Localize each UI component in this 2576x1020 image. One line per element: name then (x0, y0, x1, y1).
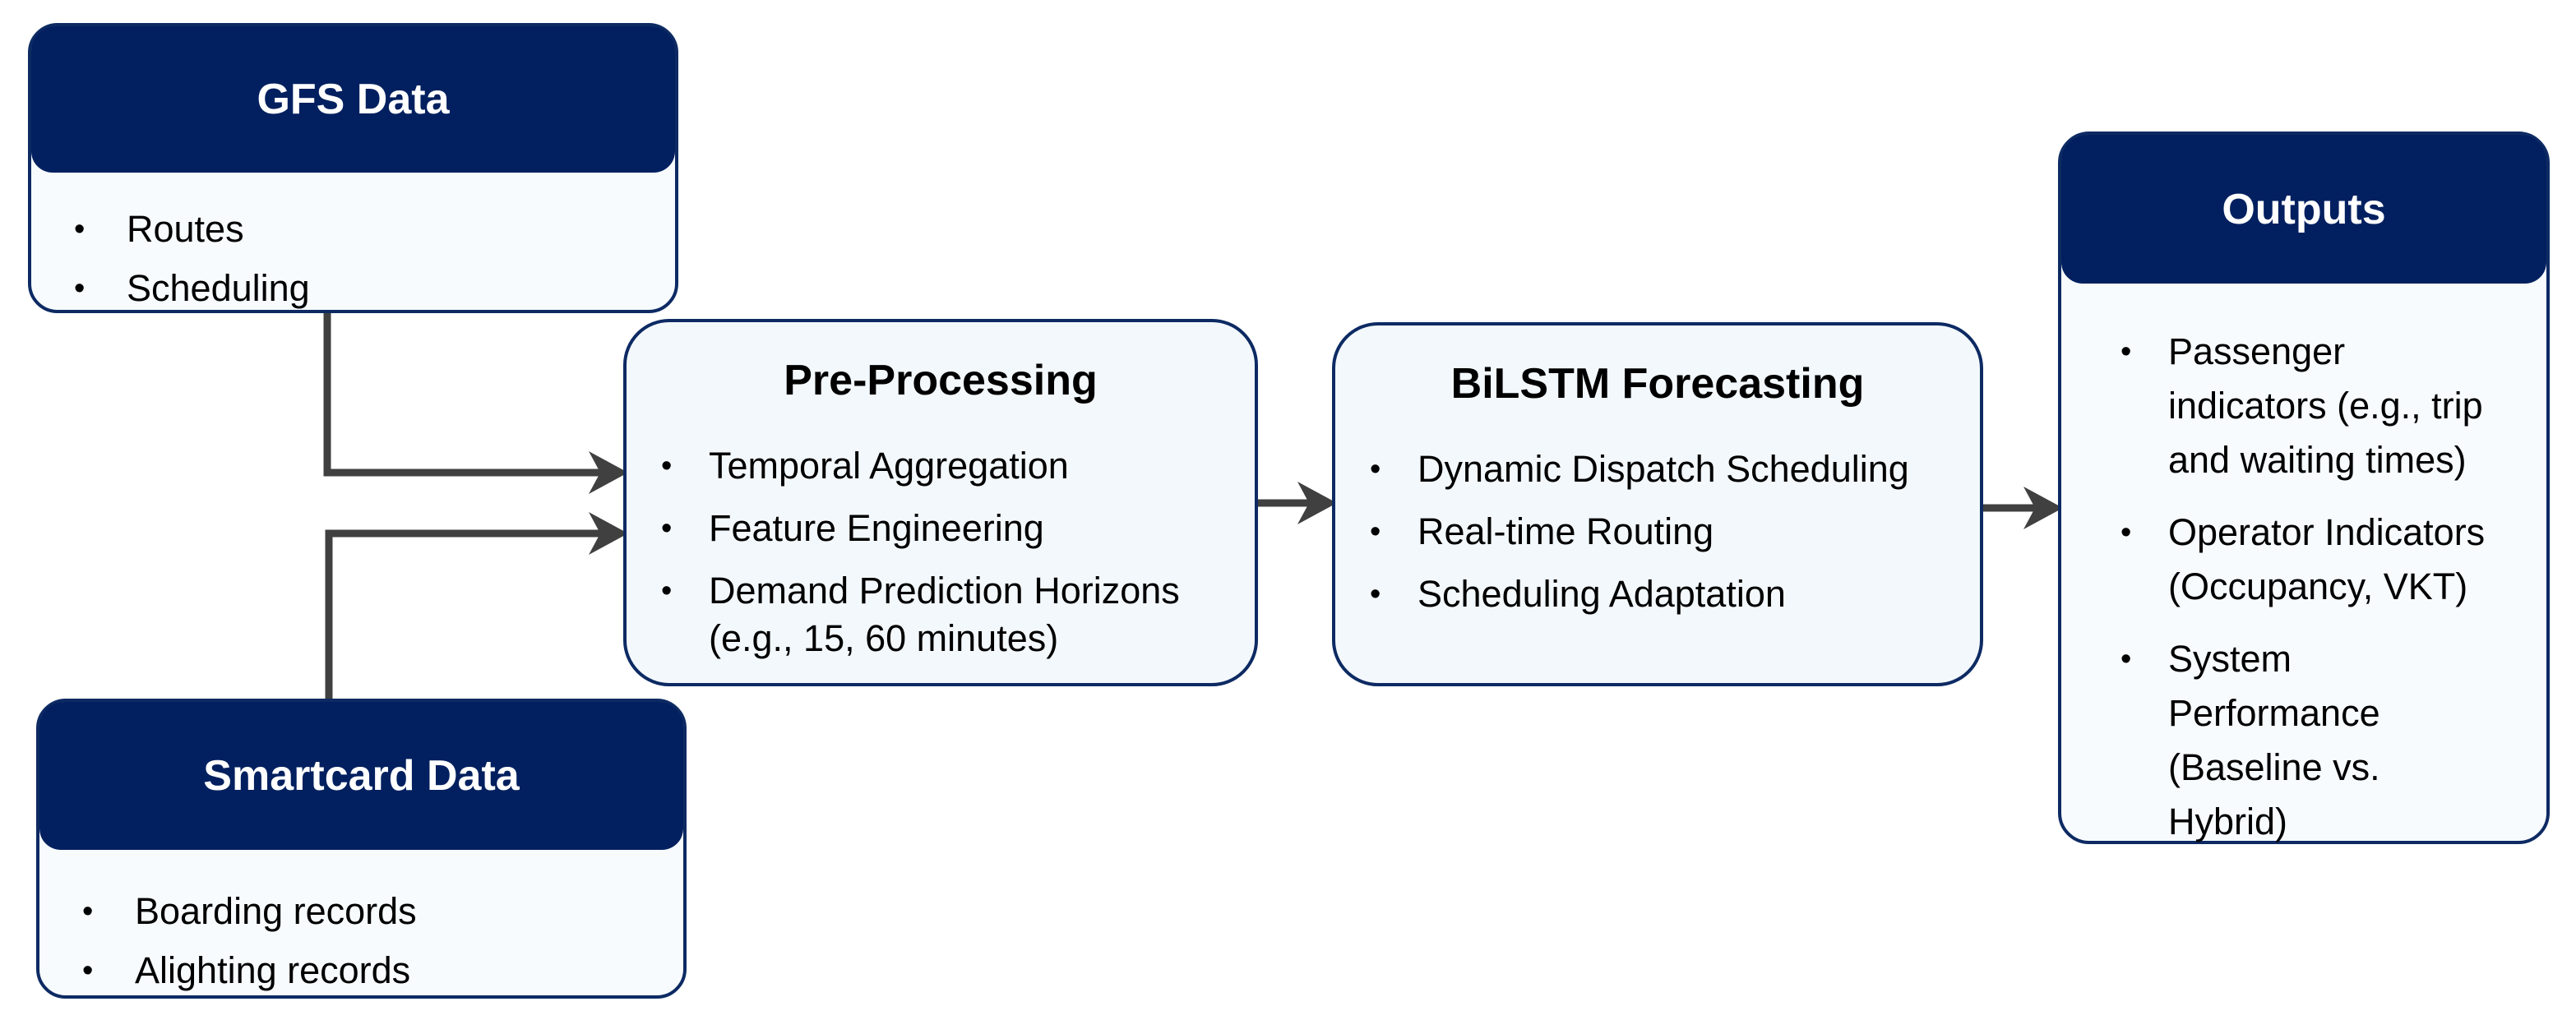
arrow-smartcard-to-preprocessing (325, 529, 604, 700)
bullet-item: Real-time Routing (1335, 508, 1955, 556)
bullet-item: Passenger indicators (e.g., trip and wai… (2061, 325, 2489, 487)
outputs-box: Outputs Passenger indicators (e.g., trip… (2058, 132, 2550, 844)
bullet-item: Operator Indicators (Occupancy, VKT) (2061, 505, 2489, 614)
smartcard-data-title: Smartcard Data (203, 752, 520, 800)
bullet-item: Alighting records (39, 947, 683, 995)
bullet-item: Routes (31, 205, 675, 253)
bilstm-bullet-list: Dynamic Dispatch Scheduling Real-time Ro… (1335, 445, 1980, 618)
bullet-item: Scheduling (31, 265, 675, 312)
arrowhead-bilstm-to-outputs (2023, 487, 2063, 529)
bullet-item: Boarding records (39, 888, 683, 935)
bullet-item: System Performance (Baseline vs. Hybrid) (2061, 632, 2489, 849)
preprocessing-bullet-list: Temporal Aggregation Feature Engineering… (627, 442, 1255, 662)
smartcard-data-box: Smartcard Data Boarding records Alightin… (36, 699, 687, 999)
preprocessing-box: Pre-Processing Temporal Aggregation Feat… (623, 319, 1258, 686)
arrowhead-gfs-to-preprocessing (589, 451, 628, 494)
outputs-bullet-list: Passenger indicators (e.g., trip and wai… (2061, 284, 2546, 849)
gfs-data-bullet-list: Routes Scheduling (31, 173, 675, 312)
gfs-data-title: GFS Data (257, 76, 450, 123)
bullet-item: Temporal Aggregation (627, 442, 1230, 490)
gfs-data-box: GFS Data Routes Scheduling (28, 23, 678, 313)
arrowhead-smartcard-to-preprocessing (589, 512, 628, 555)
smartcard-data-bullet-list: Boarding records Alighting records (39, 850, 683, 995)
gfs-data-header: GFS Data (31, 26, 675, 173)
bullet-item: Feature Engineering (627, 505, 1230, 552)
bullet-item: Demand Prediction Horizons (e.g., 15, 60… (627, 567, 1230, 662)
bilstm-forecasting-box: BiLSTM Forecasting Dynamic Dispatch Sche… (1332, 322, 1983, 686)
arrowhead-preprocessing-to-bilstm (1297, 482, 1337, 524)
bullet-item: Scheduling Adaptation (1335, 570, 1955, 618)
preprocessing-title: Pre-Processing (784, 357, 1098, 404)
bullet-item: Dynamic Dispatch Scheduling (1335, 445, 1955, 493)
outputs-header: Outputs (2061, 135, 2546, 284)
bilstm-forecasting-title: BiLSTM Forecasting (1450, 360, 1865, 408)
outputs-title: Outputs (2222, 185, 2386, 233)
arrow-gfs-to-preprocessing (323, 312, 604, 477)
smartcard-data-header: Smartcard Data (39, 702, 683, 850)
